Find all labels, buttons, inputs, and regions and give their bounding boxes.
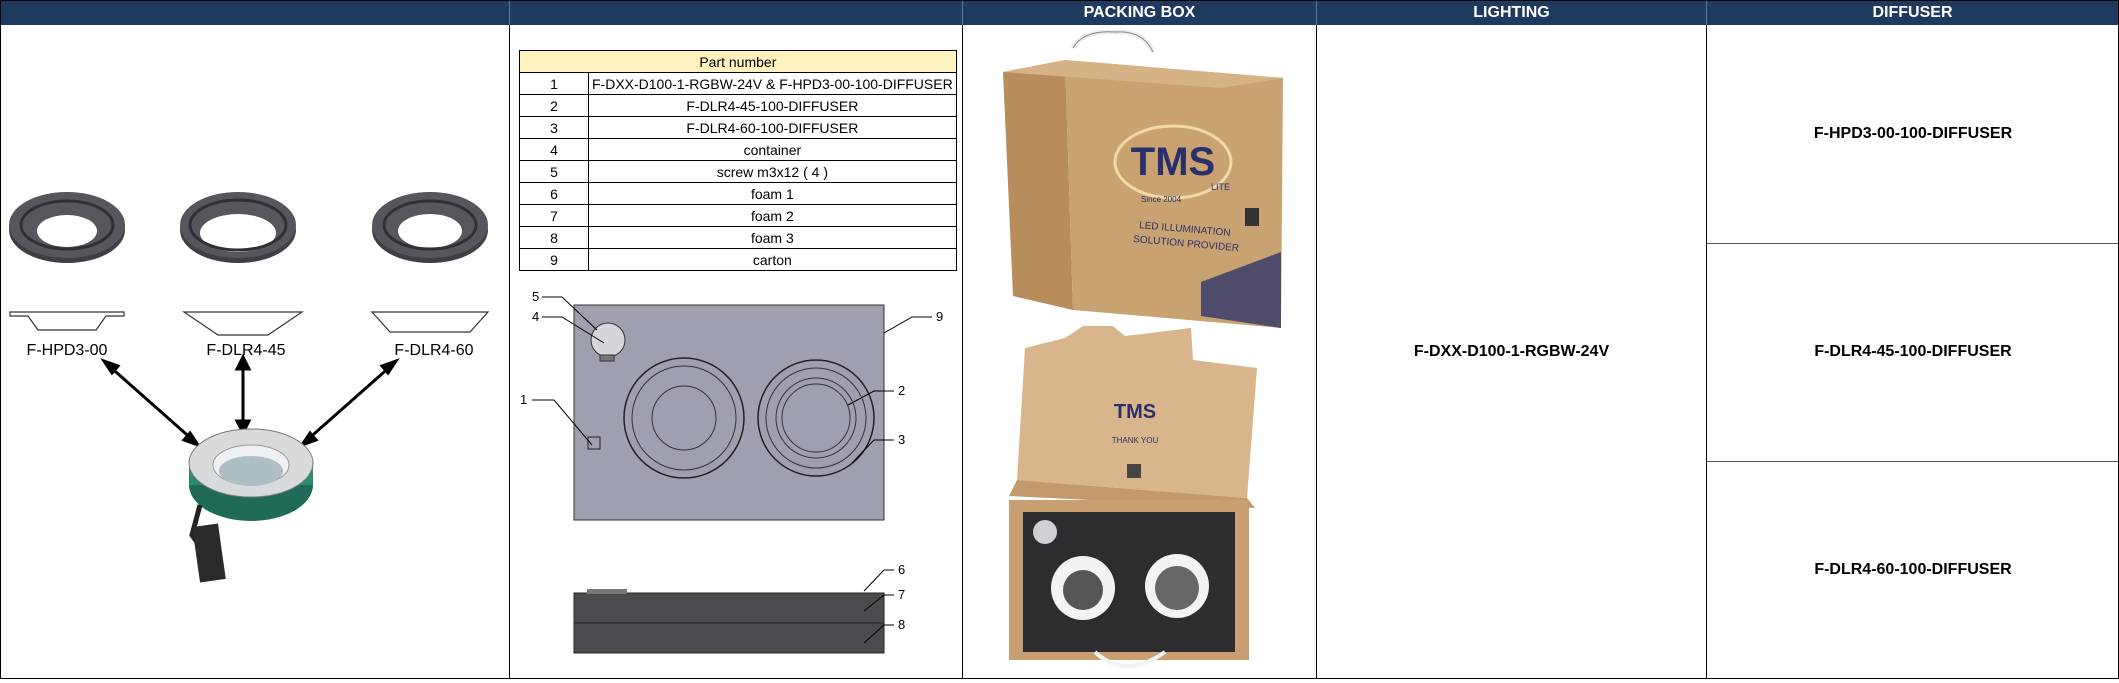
header-lighting: LIGHTING <box>1317 0 1707 25</box>
assembly-label-1: F-HPD3-00 <box>27 342 108 359</box>
box-brand-sub: LITE <box>1211 182 1230 192</box>
diffuser-column: F-HPD3-00-100-DIFFUSER F-DLR4-45-100-DIF… <box>1707 25 2119 679</box>
row-number: 7 <box>519 204 589 227</box>
open-box-brand: TMS <box>1114 401 1156 423</box>
diffuser-cell-3: F-DLR4-60-100-DIFFUSER <box>1707 461 2119 679</box>
parts-table-header: Part number <box>519 50 957 73</box>
assembly-label-3: F-DLR4-60 <box>394 342 473 359</box>
callout-3: 3 <box>898 432 905 447</box>
row-number: 6 <box>519 182 589 205</box>
foam-top-view <box>573 304 885 521</box>
assembly-drawing: F-HPD3-00 F-DLR4-45 F-DLR4-60 <box>9 192 490 583</box>
diffuser-ring-3d-3 <box>372 192 488 263</box>
box-since: Since 2004 <box>1141 195 1182 204</box>
row-part: F-DXX-D100-1-RGBW-24V & F-HPD3-00-100-DI… <box>588 72 957 95</box>
diffuser-profiles <box>9 311 490 336</box>
row-number: 2 <box>519 94 589 117</box>
row-part: foam 2 <box>588 204 957 227</box>
assembly-label-2: F-DLR4-45 <box>206 342 285 359</box>
row-number: 1 <box>519 72 589 95</box>
row-number: 4 <box>519 138 589 161</box>
profile-dlr4-60 <box>370 311 490 333</box>
diffuser-slot-1 <box>623 357 745 479</box>
callout-4: 4 <box>532 309 539 324</box>
row-part: foam 3 <box>588 226 957 249</box>
diffuser-slot-2 <box>757 359 875 477</box>
assembly-arrows <box>100 353 400 448</box>
callout-7: 7 <box>898 587 905 602</box>
header-cell-1 <box>0 0 510 25</box>
callout-6: 6 <box>898 562 905 577</box>
callout-numbers: 5 4 9 1 2 3 6 7 8 <box>520 289 943 632</box>
diffuser-ring-3d-2 <box>180 192 296 263</box>
open-box-photo: TMS THANK YOU <box>1009 326 1257 668</box>
packing-box-column <box>963 25 1317 679</box>
row-number: 5 <box>519 160 589 183</box>
diffuser-cell-1: F-HPD3-00-100-DIFFUSER <box>1707 25 2119 244</box>
closed-box-photo: TMS LITE Since 2004 LED ILLUMINATION SOL… <box>1003 30 1283 328</box>
foam-side-view-lower <box>573 622 885 654</box>
profile-dlr4-45 <box>182 311 304 336</box>
box-brand: TMS <box>1131 140 1215 184</box>
row-number: 9 <box>519 248 589 271</box>
parts-column <box>510 25 963 679</box>
header-diffuser: DIFFUSER <box>1707 0 2119 25</box>
callout-5: 5 <box>532 289 539 304</box>
callout-8: 8 <box>898 617 905 632</box>
diffuser-label: F-DLR4-45-100-DIFFUSER <box>1814 343 2012 360</box>
diffuser-ring-3d-1 <box>9 192 125 263</box>
row-part: F-DLR4-45-100-DIFFUSER <box>588 94 957 117</box>
profile-hpd3 <box>9 311 125 331</box>
packing-layout-drawing: 5 4 9 1 2 3 6 7 8 <box>520 289 943 654</box>
callout-9: 9 <box>936 309 943 324</box>
ring-light-illustration <box>188 428 314 583</box>
row-number: 3 <box>519 116 589 139</box>
header-label: PACKING BOX <box>1083 3 1196 21</box>
callout-1: 1 <box>520 392 527 407</box>
diffuser-label: F-HPD3-00-100-DIFFUSER <box>1813 125 2013 142</box>
row-part: screw m3x12 ( 4 ) <box>588 160 957 183</box>
row-part: carton <box>588 248 957 271</box>
header-label: DIFFUSER <box>1872 3 1953 21</box>
lighting-product: F-DXX-D100-1-RGBW-24V <box>1413 343 1610 360</box>
row-part: F-DLR4-60-100-DIFFUSER <box>588 116 957 139</box>
row-part: foam 1 <box>588 182 957 205</box>
open-box-thank-you: THANK YOU <box>1112 436 1159 445</box>
foam-side-view-upper <box>573 592 885 624</box>
header-packing-box: PACKING BOX <box>963 0 1317 25</box>
assembly-column: F-HPD3-00 F-DLR4-45 F-DLR4-60 <box>0 25 510 679</box>
callout-leaders <box>532 296 932 644</box>
header-cell-2 <box>510 0 963 25</box>
callout-2: 2 <box>898 383 905 398</box>
lighting-column: F-DXX-D100-1-RGBW-24V <box>1317 25 1707 679</box>
diffuser-label: F-DLR4-60-100-DIFFUSER <box>1814 561 2012 578</box>
container-circle <box>590 322 626 358</box>
row-number: 8 <box>519 226 589 249</box>
row-part: container <box>588 138 957 161</box>
header-label: LIGHTING <box>1473 3 1550 21</box>
packing-box-photos: TMS LITE Since 2004 LED ILLUMINATION SOL… <box>1003 30 1283 668</box>
diffuser-cell-2: F-DLR4-45-100-DIFFUSER <box>1707 243 2119 462</box>
